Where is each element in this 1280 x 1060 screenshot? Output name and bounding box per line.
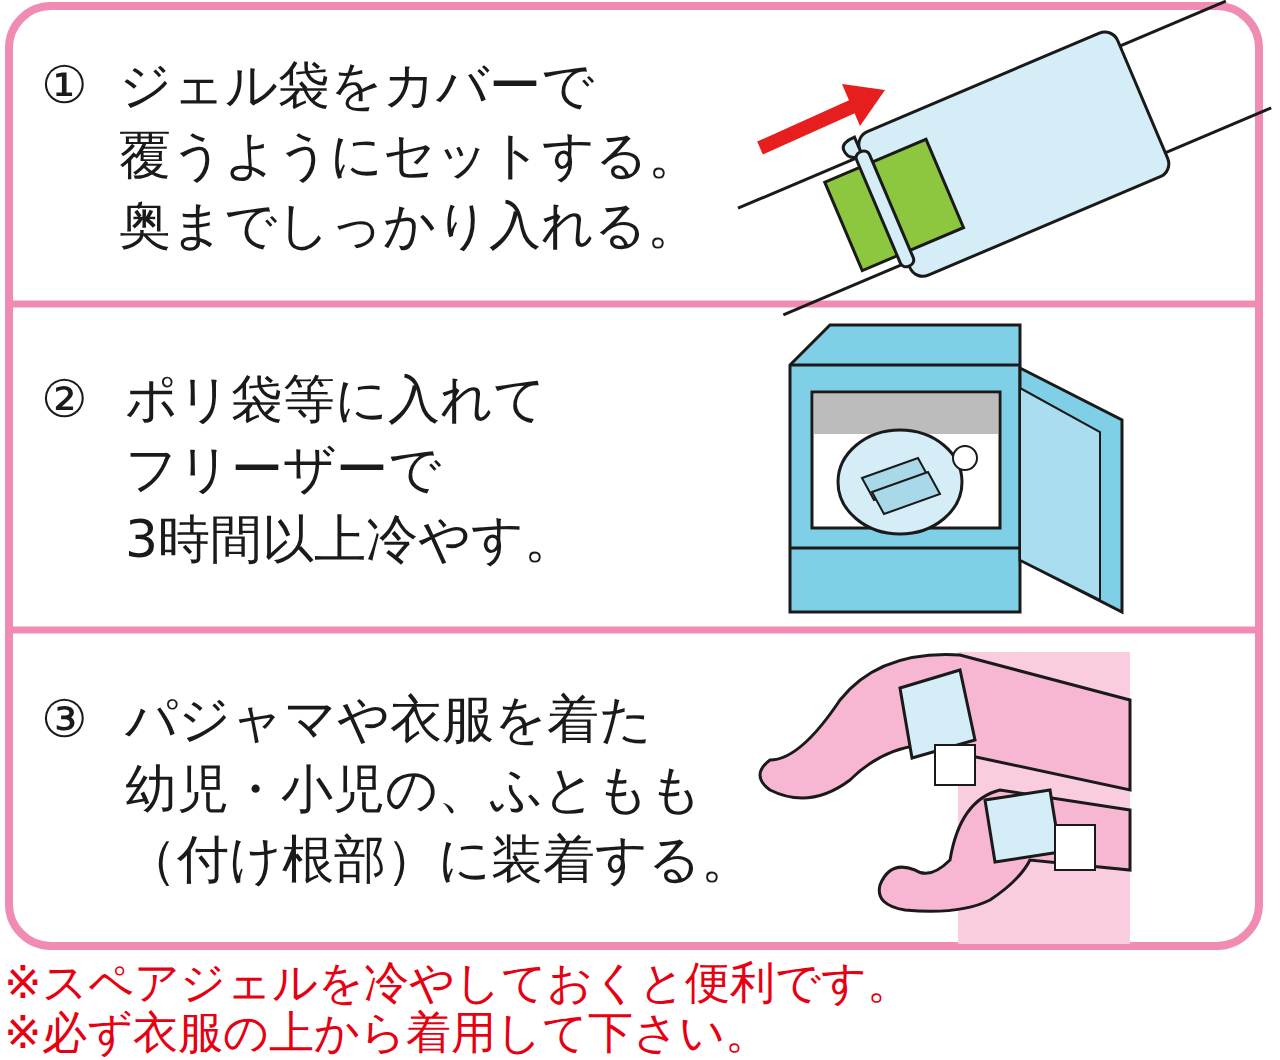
step-number: ③ (41, 684, 88, 754)
step-text: ポリ袋等に入れて フリーザーで 3時間以上冷やす。 (125, 364, 785, 574)
step-number: ① (41, 50, 88, 120)
legs-illustration (760, 652, 1130, 944)
step-panel: ②ポリ袋等に入れて フリーザーで 3時間以上冷やす。 (9, 306, 729, 628)
divider (9, 627, 1259, 634)
cover-illustration (730, 0, 1279, 333)
step-panel: ①ジェル袋をカバーで 覆うようにセットする。 奥までしっかり入れる。 (9, 6, 729, 302)
step-panel: ③パジャマや衣服を着た 幼児・小児の、ふともも （付け根部）に装着する。 (9, 632, 749, 944)
step-text: ジェル袋をカバーで 覆うようにセットする。 奥までしっかり入れる。 (119, 50, 779, 260)
divider (9, 301, 1259, 308)
freezer-illustration (790, 325, 1122, 612)
note-text: ※必ず衣服の上から着用して下さい。 (4, 1008, 770, 1058)
outer-frame (9, 6, 1259, 946)
note-text: ※スペアジェルを冷やしておくと便利です。 (4, 958, 912, 1008)
step-text: パジャマや衣服を着た 幼児・小児の、ふともも （付け根部）に装着する。 (125, 684, 785, 894)
step-number: ② (41, 364, 88, 434)
